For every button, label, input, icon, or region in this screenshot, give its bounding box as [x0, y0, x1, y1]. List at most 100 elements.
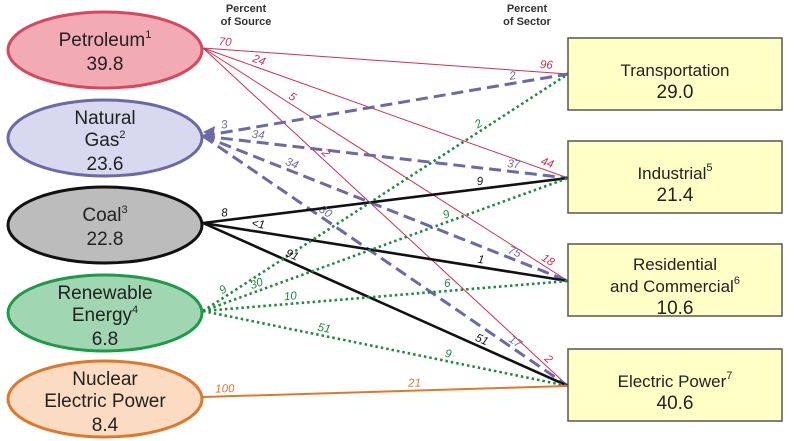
source-percent-label: 3 — [220, 119, 229, 132]
source-percent-label: 34 — [284, 156, 300, 172]
sector-percent-label: 44 — [539, 156, 555, 172]
sector-percent-label: 1 — [477, 254, 485, 267]
flow-line-coal-to-industrial — [202, 176, 569, 225]
sector-value: 21.4 — [657, 185, 694, 206]
sector-percent-label: 75 — [506, 245, 523, 261]
footnote-marker: 6 — [734, 275, 740, 287]
source-label: Petroleum1 — [59, 29, 152, 51]
header-sector-line2: of Sector — [503, 16, 551, 28]
sector-box — [567, 37, 783, 111]
source-ellipse — [6, 359, 204, 439]
sector-label: Electric Power7 — [618, 370, 733, 391]
flow-line-natural-gas-to-electric-power — [202, 134, 569, 388]
sector-percent-label: 21 — [407, 377, 421, 389]
header-source-line1: Percent — [226, 3, 267, 15]
source-percent-label: 10 — [283, 290, 297, 303]
sector-label: and Commercial6 — [610, 275, 740, 296]
sector-value: 29.0 — [657, 82, 694, 103]
source-ellipse — [6, 10, 204, 90]
arrowhead-icon — [203, 126, 215, 138]
flow-line-petroleum-to-residential-commercial — [202, 47, 569, 282]
source-label: Renewable — [57, 283, 152, 304]
source-ellipse — [6, 98, 204, 178]
source-percent-label: 51 — [317, 322, 332, 336]
source-percent-label: 70 — [218, 36, 232, 49]
sector-label: Residential — [633, 255, 717, 274]
sector-percent-label: 6 — [444, 278, 452, 291]
source-percent-label: 8 — [221, 207, 229, 220]
sector-node-transportation[interactable]: Transportation 29.0 — [567, 37, 783, 111]
source-value: 39.8 — [87, 54, 124, 75]
sector-box — [567, 348, 783, 422]
flow-line-renewable-to-transportation — [202, 72, 569, 313]
sector-percent-label: 2 — [472, 117, 485, 131]
flow-line-petroleum-to-transportation — [202, 47, 569, 75]
source-value: 6.8 — [92, 329, 118, 350]
sector-percent-label: 51 — [473, 332, 490, 348]
source-node-coal[interactable]: Coal3 22.8 — [6, 185, 204, 265]
source-percent-label: 24 — [250, 53, 267, 69]
flow-line-petroleum-to-industrial — [202, 47, 569, 179]
source-node-petroleum[interactable]: Petroleum1 39.8 — [6, 10, 204, 90]
footnote-marker: 5 — [706, 162, 712, 174]
footnote-marker: 4 — [132, 304, 138, 316]
flow-line-natural-gas-to-industrial — [202, 134, 569, 180]
flow-line-natural-gas-to-transportation — [202, 72, 569, 138]
source-label: Coal3 — [82, 204, 127, 226]
sector-percent-label: 9 — [476, 175, 484, 188]
source-percent-label: 100 — [215, 383, 235, 396]
source-label: Gas2 — [85, 129, 126, 151]
flow-line-nuclear-to-electric-power — [202, 385, 569, 398]
sector-percent-label: 18 — [539, 252, 557, 269]
source-ellipse — [6, 185, 204, 265]
footnote-marker: 2 — [119, 129, 125, 141]
flow-line-petroleum-to-electric-power — [202, 47, 569, 387]
flow-line-coal-to-residential-commercial — [202, 221, 569, 283]
flow-line-renewable-to-industrial — [202, 176, 569, 313]
sector-percent-label: 17 — [506, 333, 524, 350]
source-label: Nuclear — [72, 369, 138, 390]
sector-percent-label: 2 — [541, 352, 555, 366]
header-sector-line1: Percent — [507, 3, 548, 15]
flow-line-natural-gas-to-residential-commercial — [202, 134, 569, 283]
source-percent-label: 91 — [284, 247, 301, 263]
source-ellipse — [6, 273, 204, 353]
sector-value: 40.6 — [657, 393, 694, 414]
header-source-line2: of Source — [221, 16, 272, 28]
sector-label: Transportation — [621, 61, 730, 80]
sector-value: 10.6 — [657, 298, 694, 319]
sector-percent-label: 96 — [540, 59, 554, 72]
source-percent-label: <1 — [251, 218, 266, 232]
sector-percent-label: 37 — [507, 158, 522, 171]
flow-lines — [202, 47, 569, 398]
header-percent-of-sector: Percent of Sector — [503, 3, 551, 28]
flow-line-renewable-to-residential-commercial — [202, 279, 569, 313]
sector-percent-label: 2 — [508, 70, 518, 83]
sector-label: Industrial5 — [637, 162, 712, 183]
source-value: 22.8 — [87, 229, 124, 250]
source-label: Energy4 — [72, 304, 138, 326]
header-percent-of-source: Percent of Source — [221, 3, 272, 28]
source-percent-label: 34 — [251, 129, 265, 142]
sector-percent-label: 9 — [441, 208, 452, 222]
footnote-marker: 3 — [121, 204, 127, 216]
flow-line-coal-to-electric-power — [202, 221, 569, 388]
source-percent-label: 30 — [249, 276, 266, 292]
sector-percent-label: 9 — [444, 348, 453, 361]
source-value: 23.6 — [87, 154, 124, 175]
source-value: 8.4 — [92, 415, 119, 436]
source-label: Natural — [74, 108, 135, 129]
sector-box — [567, 140, 783, 214]
flow-line-renewable-to-electric-power — [202, 309, 569, 388]
footnote-marker: 1 — [145, 29, 151, 41]
sector-box — [567, 243, 783, 317]
footnote-marker: 7 — [726, 370, 732, 382]
